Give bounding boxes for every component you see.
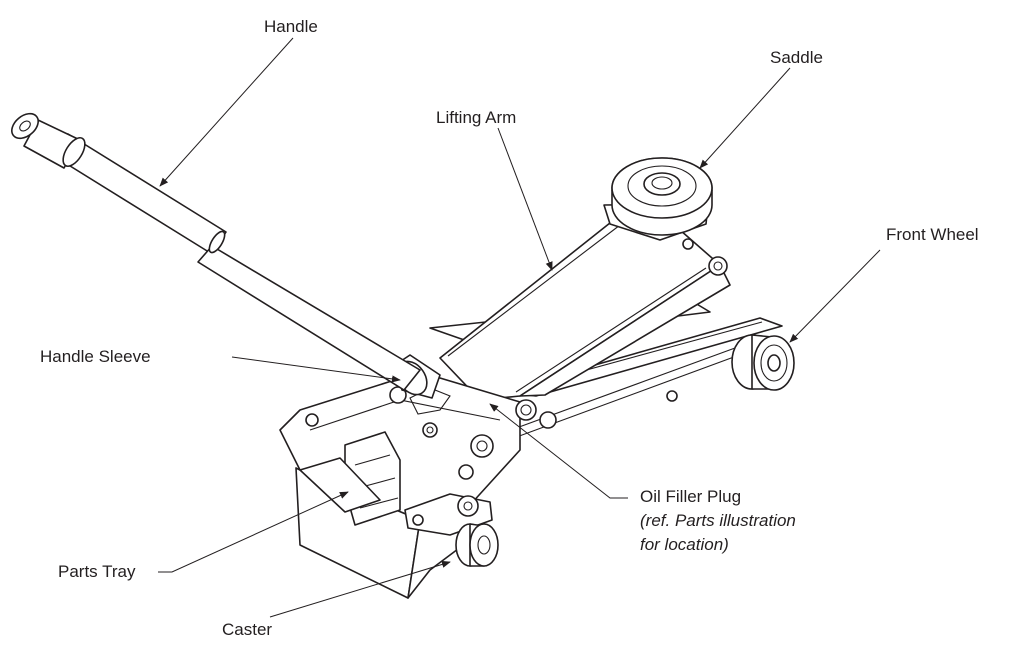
saddle — [603, 157, 713, 241]
label-oil-filler-plug: Oil Filler Plug — [640, 487, 741, 506]
label-parts-tray: Parts Tray — [58, 562, 136, 581]
label-oil-filler-note-line2: for location) — [640, 535, 729, 554]
callout-labels: Handle Saddle Lifting Arm Front Wheel Ha… — [40, 17, 979, 639]
floor-jack — [11, 112, 795, 599]
label-caster: Caster — [222, 620, 272, 639]
caster-assembly — [404, 493, 499, 567]
label-handle-sleeve: Handle Sleeve — [40, 347, 151, 366]
parts-tray-leader — [158, 491, 349, 573]
handle-leader — [159, 37, 294, 187]
label-lifting-arm: Lifting Arm — [436, 108, 516, 127]
label-oil-filler-note-line1: (ref. Parts illustration — [640, 511, 796, 530]
front-wheel — [731, 334, 795, 391]
oil-filler-plug-leader — [489, 403, 628, 499]
label-front-wheel: Front Wheel — [886, 225, 979, 244]
label-handle: Handle — [264, 17, 318, 36]
front-wheel-leader — [789, 249, 881, 343]
leader-lines — [158, 37, 881, 618]
label-saddle: Saddle — [770, 48, 823, 67]
handle-sleeve-leader — [231, 356, 401, 383]
handle — [11, 112, 421, 391]
parts-tray — [299, 457, 381, 513]
saddle-leader — [699, 67, 791, 169]
caster-leader — [269, 560, 451, 618]
lifting-arm-leader — [497, 127, 553, 271]
